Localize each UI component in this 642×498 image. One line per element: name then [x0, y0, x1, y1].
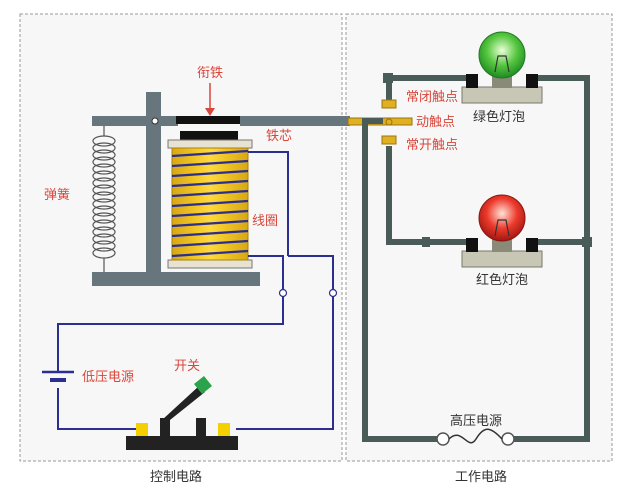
- label-spring: 弹簧: [44, 187, 70, 203]
- label-green-bulb: 绿色灯泡: [473, 109, 525, 125]
- label-moving-contact: 动触点: [416, 115, 455, 130]
- normally-closed-contact: [381, 99, 397, 109]
- lever-left: [92, 116, 178, 126]
- spring: [92, 126, 116, 272]
- red-bulb-base: [461, 250, 543, 268]
- switch-lever[interactable]: [162, 386, 205, 420]
- green-bulb-base: [461, 86, 543, 104]
- hv-terminal-right: [501, 432, 515, 446]
- relay-base: [92, 272, 260, 286]
- bobbin-bottom: [167, 259, 253, 269]
- label-normally-open-contact: 常开触点: [406, 138, 458, 153]
- switch-base: [126, 436, 238, 450]
- armature-arm: [240, 116, 350, 126]
- switch-terminal-left: [136, 423, 148, 436]
- pivot-pin: [151, 117, 159, 125]
- green-bulb: [478, 31, 526, 79]
- relay-post: [146, 92, 161, 274]
- label-coil: 线圈: [252, 214, 278, 229]
- terminal-1: [278, 288, 288, 298]
- armature-arrowhead: [205, 108, 215, 116]
- connector: [383, 73, 393, 83]
- label-normally-closed-contact: 常闭触点: [406, 90, 458, 105]
- moving-contact-point: [385, 118, 393, 126]
- red-bulb: [478, 194, 526, 242]
- red-bulb-socket-left: [466, 238, 478, 252]
- red-bulb-filament: [494, 219, 510, 237]
- coil-windings: [171, 149, 249, 258]
- control-wiring: [57, 151, 334, 430]
- red-bulb-socket-right: [526, 238, 538, 252]
- switch-post-left: [160, 418, 170, 436]
- working-wiring: [362, 75, 590, 442]
- armature: [176, 116, 240, 124]
- ac-symbol: [448, 428, 503, 444]
- bobbin-top: [167, 139, 253, 149]
- connector: [422, 237, 430, 247]
- label-low-voltage-source: 低压电源: [82, 370, 134, 385]
- label-working-circuit: 工作电路: [455, 469, 507, 485]
- label-high-voltage-source: 高压电源: [450, 413, 502, 429]
- label-armature: 衔铁: [197, 66, 223, 81]
- terminal-2: [328, 288, 338, 298]
- green-bulb-filament: [494, 55, 510, 73]
- iron-core-top: [180, 131, 238, 140]
- switch-handle[interactable]: [194, 376, 212, 394]
- switch-post-right: [196, 418, 206, 436]
- label-red-bulb: 红色灯泡: [476, 272, 528, 288]
- green-bulb-socket-right: [526, 74, 538, 88]
- label-control-circuit: 控制电路: [150, 469, 202, 485]
- label-iron-core: 铁芯: [266, 129, 292, 144]
- normally-open-contact: [381, 135, 397, 145]
- switch-terminal-right: [218, 423, 230, 436]
- connector: [582, 237, 592, 247]
- hv-terminal-left: [436, 432, 450, 446]
- green-bulb-socket-left: [466, 74, 478, 88]
- label-switch: 开关: [174, 359, 200, 374]
